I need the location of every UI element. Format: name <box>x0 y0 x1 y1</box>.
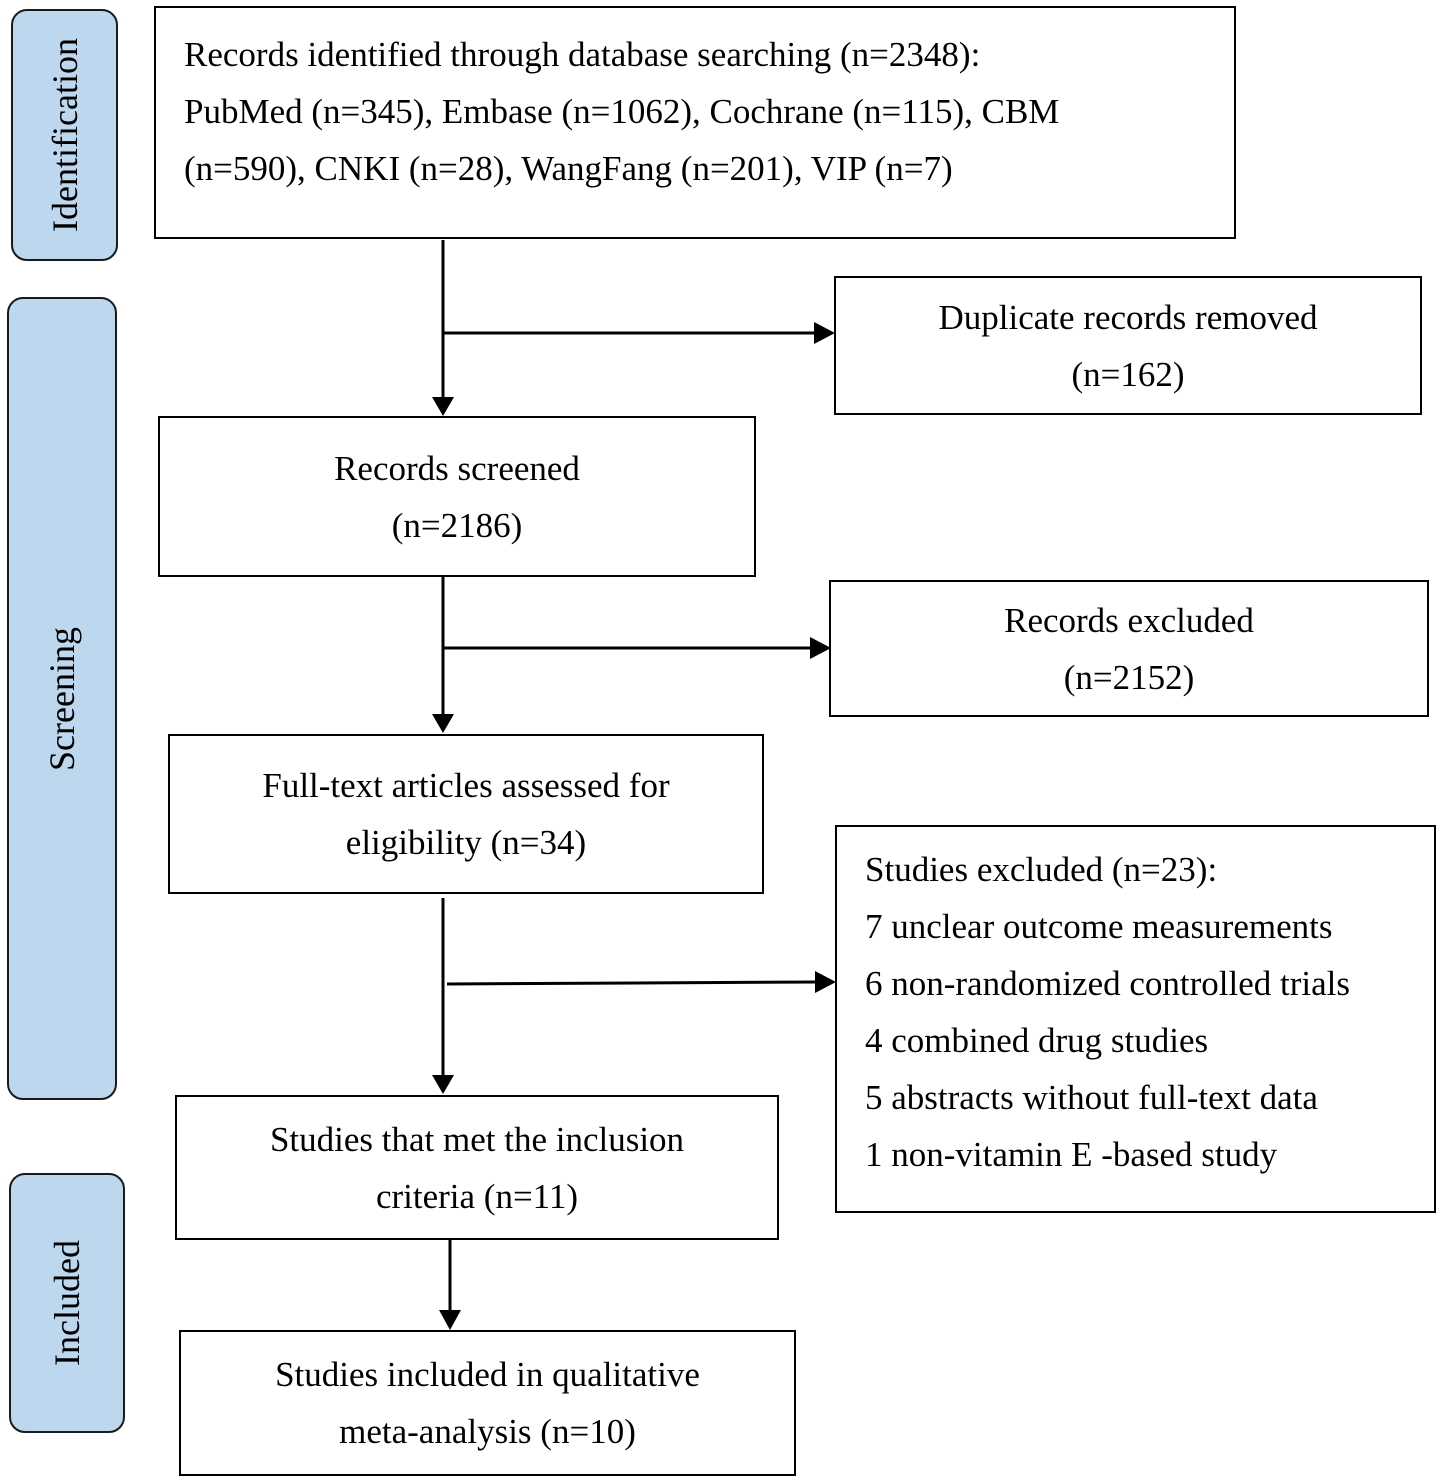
arrowhead-studies-excluded <box>815 971 836 993</box>
arrowhead-duplicates <box>814 322 835 344</box>
records-excluded-line-2: (n=2152) <box>1063 657 1195 697</box>
studies-excluded-line-4: 4 combined drug studies <box>865 1021 1209 1060</box>
box-records-screened: Records screened (n=2186) <box>158 416 756 577</box>
screened-line-1: Records screened <box>334 448 580 488</box>
box-studies-excluded: Studies excluded (n=23): 7 unclear outco… <box>835 825 1436 1213</box>
box-met-inclusion: Studies that met the inclusion criteria … <box>175 1095 779 1240</box>
screened-line-2: (n=2186) <box>391 505 523 545</box>
arrowhead-fulltext <box>432 714 454 733</box>
box-records-excluded: Records excluded (n=2152) <box>829 580 1429 717</box>
met-line-2: criteria (n=11) <box>375 1176 579 1216</box>
fulltext-line-1: Full-text articles assessed for <box>262 766 670 805</box>
phase-screening: Screening <box>7 297 117 1100</box>
identified-line-2: PubMed (n=345), Embase (n=1062), Cochran… <box>184 92 1060 131</box>
fulltext-line-2: eligibility (n=34) <box>345 823 587 862</box>
studies-excluded-line-2: 7 unclear outcome measurements <box>865 907 1333 946</box>
studies-excluded-line-6: 1 non-vitamin E -based study <box>865 1135 1278 1174</box>
records-excluded-line-1: Records excluded <box>1004 600 1254 640</box>
arrowhead-screened <box>432 397 454 416</box>
identified-line-3: (n=590), CNKI (n=28), WangFang (n=201), … <box>184 149 953 188</box>
arrow-to-studies-excluded <box>446 980 819 986</box>
phase-identification: Identification <box>11 9 118 261</box>
studies-excluded-line-1: Studies excluded (n=23): <box>865 850 1218 889</box>
box-fulltext-assessed: Full-text articles assessed for eligibil… <box>168 734 764 894</box>
studies-excluded-line-3: 6 non-randomized controlled trials <box>865 964 1350 1003</box>
duplicates-line-2: (n=162) <box>1071 354 1185 394</box>
met-line-1: Studies that met the inclusion <box>269 1119 685 1159</box>
identified-line-1: Records identified through database sear… <box>184 35 981 74</box>
duplicates-line-1: Duplicate records removed <box>938 297 1318 337</box>
box-duplicates-removed: Duplicate records removed (n=162) <box>834 276 1422 415</box>
included-line-2: meta-analysis (n=10) <box>339 1412 636 1451</box>
phase-included: Included <box>9 1173 125 1433</box>
arrowhead-included <box>439 1310 461 1330</box>
box-studies-included: Studies included in qualitative meta-ana… <box>179 1330 796 1476</box>
included-line-1: Studies included in qualitative <box>275 1355 700 1394</box>
arrowhead-records-excluded <box>810 637 831 659</box>
studies-excluded-line-5: 5 abstracts without full-text data <box>865 1078 1318 1117</box>
box-records-identified: Records identified through database sear… <box>154 6 1236 239</box>
arrowhead-met <box>432 1075 454 1094</box>
